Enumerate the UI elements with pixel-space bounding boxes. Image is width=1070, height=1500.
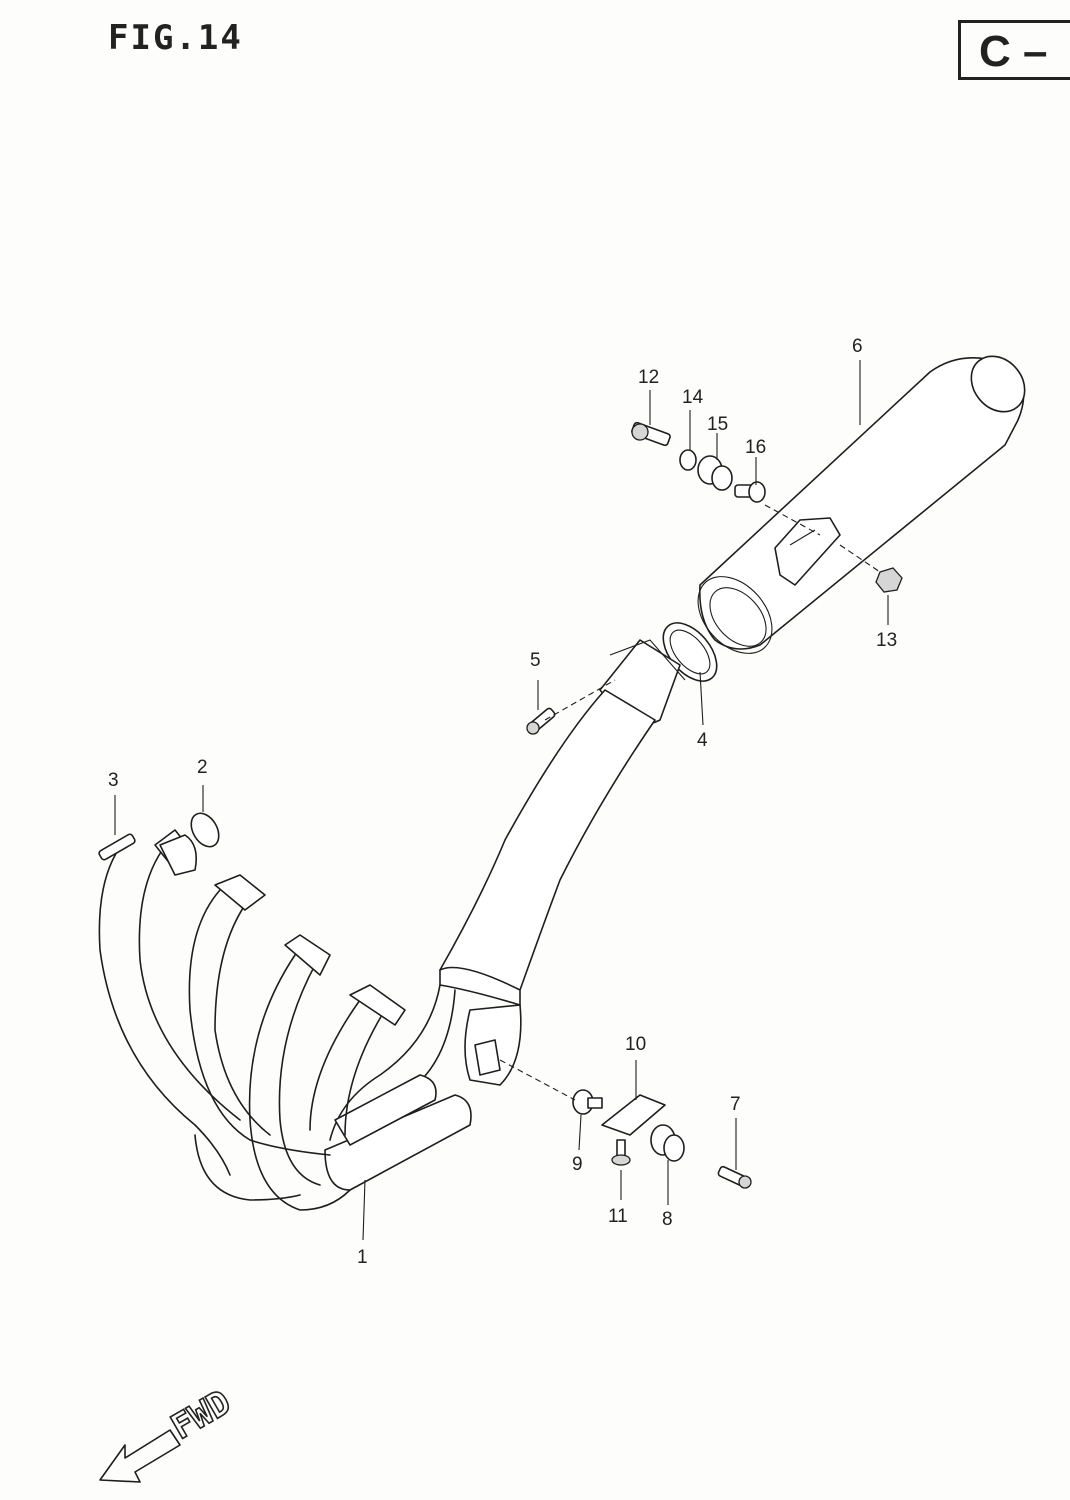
section-code: C – [979,27,1048,76]
callout-8: 8 [662,1209,673,1230]
cushion-15 [697,455,733,491]
leader-lines [114,360,889,1241]
callout-2: 2 [197,757,208,778]
section-code-box: C – [958,20,1070,80]
callout-12: 12 [638,367,659,388]
collar-16 [734,481,766,503]
figure-title: FIG.14 [108,18,243,58]
callout-7: 7 [730,1094,741,1115]
callout-16: 16 [745,437,766,458]
bolt-3 [98,833,136,861]
callout-labels: 1 2 3 4 5 6 7 8 9 10 11 12 13 14 15 16 [108,336,897,1268]
muffler [697,355,1026,654]
callout-13: 13 [876,630,897,651]
nut-13 [875,567,903,593]
callout-15: 15 [707,414,728,435]
washer-14 [679,449,697,471]
callout-11: 11 [608,1206,628,1227]
bracket-10 [601,1094,666,1136]
clamp-2 [159,812,220,876]
callout-14: 14 [682,387,704,408]
callout-3: 3 [108,770,119,791]
cushion-8 [650,1124,685,1162]
bolt-5 [526,707,556,735]
exhaust-pipe-assembly [98,639,686,1211]
callout-1: 1 [357,1247,368,1268]
callout-6: 6 [852,336,863,357]
bolt-12 [631,421,671,447]
forward-arrow-icon [99,1429,181,1483]
cushion-9 [572,1089,603,1115]
callout-4: 4 [697,730,708,751]
callout-5: 5 [530,650,541,671]
callout-10: 10 [625,1034,646,1055]
callout-9: 9 [572,1154,583,1175]
forward-direction-indicator: FWD [99,1382,238,1483]
bolt-11 [611,1139,631,1166]
bolt-7 [717,1165,752,1189]
